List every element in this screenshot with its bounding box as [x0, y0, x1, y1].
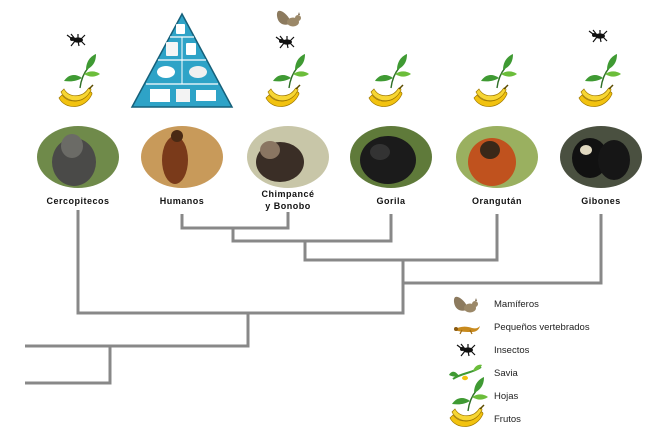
branch-root-lower: [25, 346, 112, 385]
branch-gibones: [401, 214, 603, 285]
cercopitecos-diet-icons: [58, 33, 101, 108]
sap-icon: [448, 363, 483, 382]
insect-icon: [456, 343, 476, 357]
leaves-icon: [480, 53, 518, 89]
banana-icon: [265, 84, 301, 108]
legend-label-pequenos-vertebrados: Pequeños vertebrados: [494, 322, 590, 333]
legend-label-savia: Savia: [494, 368, 518, 379]
legend-icons: [448, 296, 489, 428]
branch-orangutan: [303, 214, 499, 262]
species-label-orangutan: Orangután: [471, 196, 522, 206]
banana-icon: [473, 84, 509, 108]
species-label-gibones: Gibones: [581, 196, 621, 206]
gorila-diet-icons: [368, 53, 412, 108]
insect-icon: [66, 33, 86, 47]
leaves-icon: [374, 53, 412, 89]
legend-label-hojas: Hojas: [494, 391, 519, 402]
banana-icon: [368, 84, 404, 108]
banana-icon: [578, 84, 614, 108]
species-label-humanos: Humanos: [159, 196, 205, 206]
species-label-cercopitecos: Cercopitecos: [46, 196, 110, 206]
photo-gibones: [560, 126, 642, 188]
gibones-diet-icons: [578, 29, 622, 108]
photo-cercopitecos: [37, 126, 119, 188]
leaves-icon: [584, 53, 622, 89]
food-pyramid-icon: [130, 12, 234, 108]
small-vertebrate-icon: [453, 325, 481, 335]
orangutan-diet-icons: [473, 53, 518, 108]
legend-label-insectos: Insectos: [494, 345, 530, 356]
branch-cercopitecos: [76, 210, 405, 315]
insect-icon: [588, 29, 608, 43]
branch-root-upper: [25, 313, 250, 348]
photo-gorila: [350, 126, 432, 188]
chimpance-diet-icons: [265, 10, 310, 108]
squirrel-icon: [453, 296, 478, 313]
photo-humanos: [141, 126, 223, 188]
banana-icon: [449, 404, 485, 428]
species-label-gorila: Gorila: [376, 196, 406, 206]
branch-humanos-chimpance: [180, 212, 290, 230]
leaves-icon: [63, 53, 101, 89]
photo-chimpance: [247, 126, 329, 188]
legend-label-frutos: Frutos: [494, 414, 521, 425]
photo-orangutan: [456, 126, 538, 188]
leaves-icon: [272, 53, 310, 89]
squirrel-icon: [276, 10, 301, 27]
insect-icon: [275, 35, 295, 49]
phylogenetic-tree: [25, 210, 603, 385]
species-label-chimpance: Chimpancé y Bonobo: [261, 189, 315, 211]
branch-gorila: [231, 214, 393, 243]
legend-label-mamiferos: Mamíferos: [494, 299, 539, 310]
banana-icon: [58, 84, 94, 108]
